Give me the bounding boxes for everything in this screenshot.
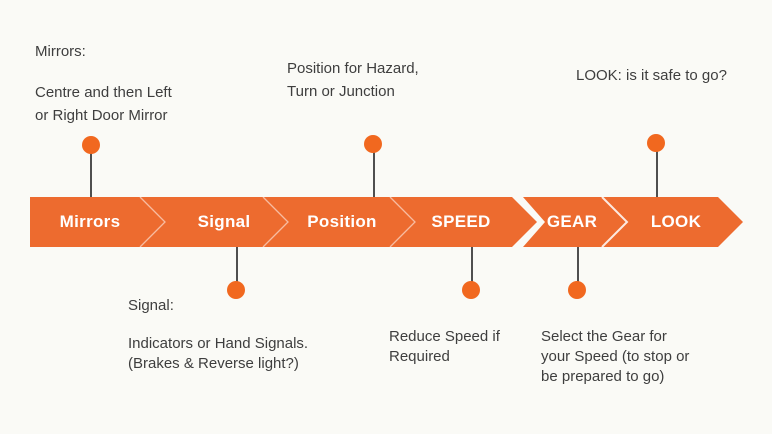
arrow-bar-segment-group-gear-look xyxy=(523,197,743,247)
arrow-bar-segment-group-mirrors-to-speed xyxy=(30,197,537,247)
chevron-separator-line-position-speed xyxy=(389,196,416,248)
connector-dot-mirrors xyxy=(82,136,100,154)
connector-line-speed xyxy=(471,247,473,290)
annotation-gear-body: Select the Gear for your Speed (to stop … xyxy=(541,328,690,385)
connector-line-position xyxy=(373,144,375,197)
segment-label-speed: SPEED xyxy=(431,212,491,231)
segment-label-signal: Signal xyxy=(197,212,251,231)
connector-line-signal xyxy=(236,247,238,290)
annotation-mirrors-body: Centre and then Left or Right Door Mirro… xyxy=(35,84,172,124)
connector-dot-signal xyxy=(227,281,245,299)
chevron-separator-line-gear-look xyxy=(601,196,629,248)
connector-line-gear xyxy=(577,247,579,290)
connector-dot-speed xyxy=(462,281,480,299)
connector-dot-look xyxy=(647,134,665,152)
annotation-look-body: LOOK: is it safe to go? xyxy=(576,67,727,84)
annotation-position-body: Position for Hazard, Turn or Junction xyxy=(287,60,419,100)
connector-dot-position xyxy=(364,135,382,153)
segment-label-gear: GEAR xyxy=(546,212,598,231)
connector-dot-gear xyxy=(568,281,586,299)
annotation-mirrors-heading: Mirrors: xyxy=(35,43,86,60)
annotation-speed-body: Reduce Speed if Required xyxy=(389,328,500,365)
chevron-separator-line-mirrors-signal xyxy=(139,196,166,248)
chevron-separator-line-signal-position xyxy=(262,196,289,248)
segment-label-mirrors: Mirrors xyxy=(59,212,121,231)
segment-label-position: Position xyxy=(307,212,377,231)
annotation-signal-heading: Signal: xyxy=(128,297,174,314)
connector-line-look xyxy=(656,143,658,197)
segment-label-look: LOOK xyxy=(650,212,702,231)
connector-line-mirrors xyxy=(90,145,92,197)
annotation-signal-body: Indicators or Hand Signals. (Brakes & Re… xyxy=(128,335,309,372)
